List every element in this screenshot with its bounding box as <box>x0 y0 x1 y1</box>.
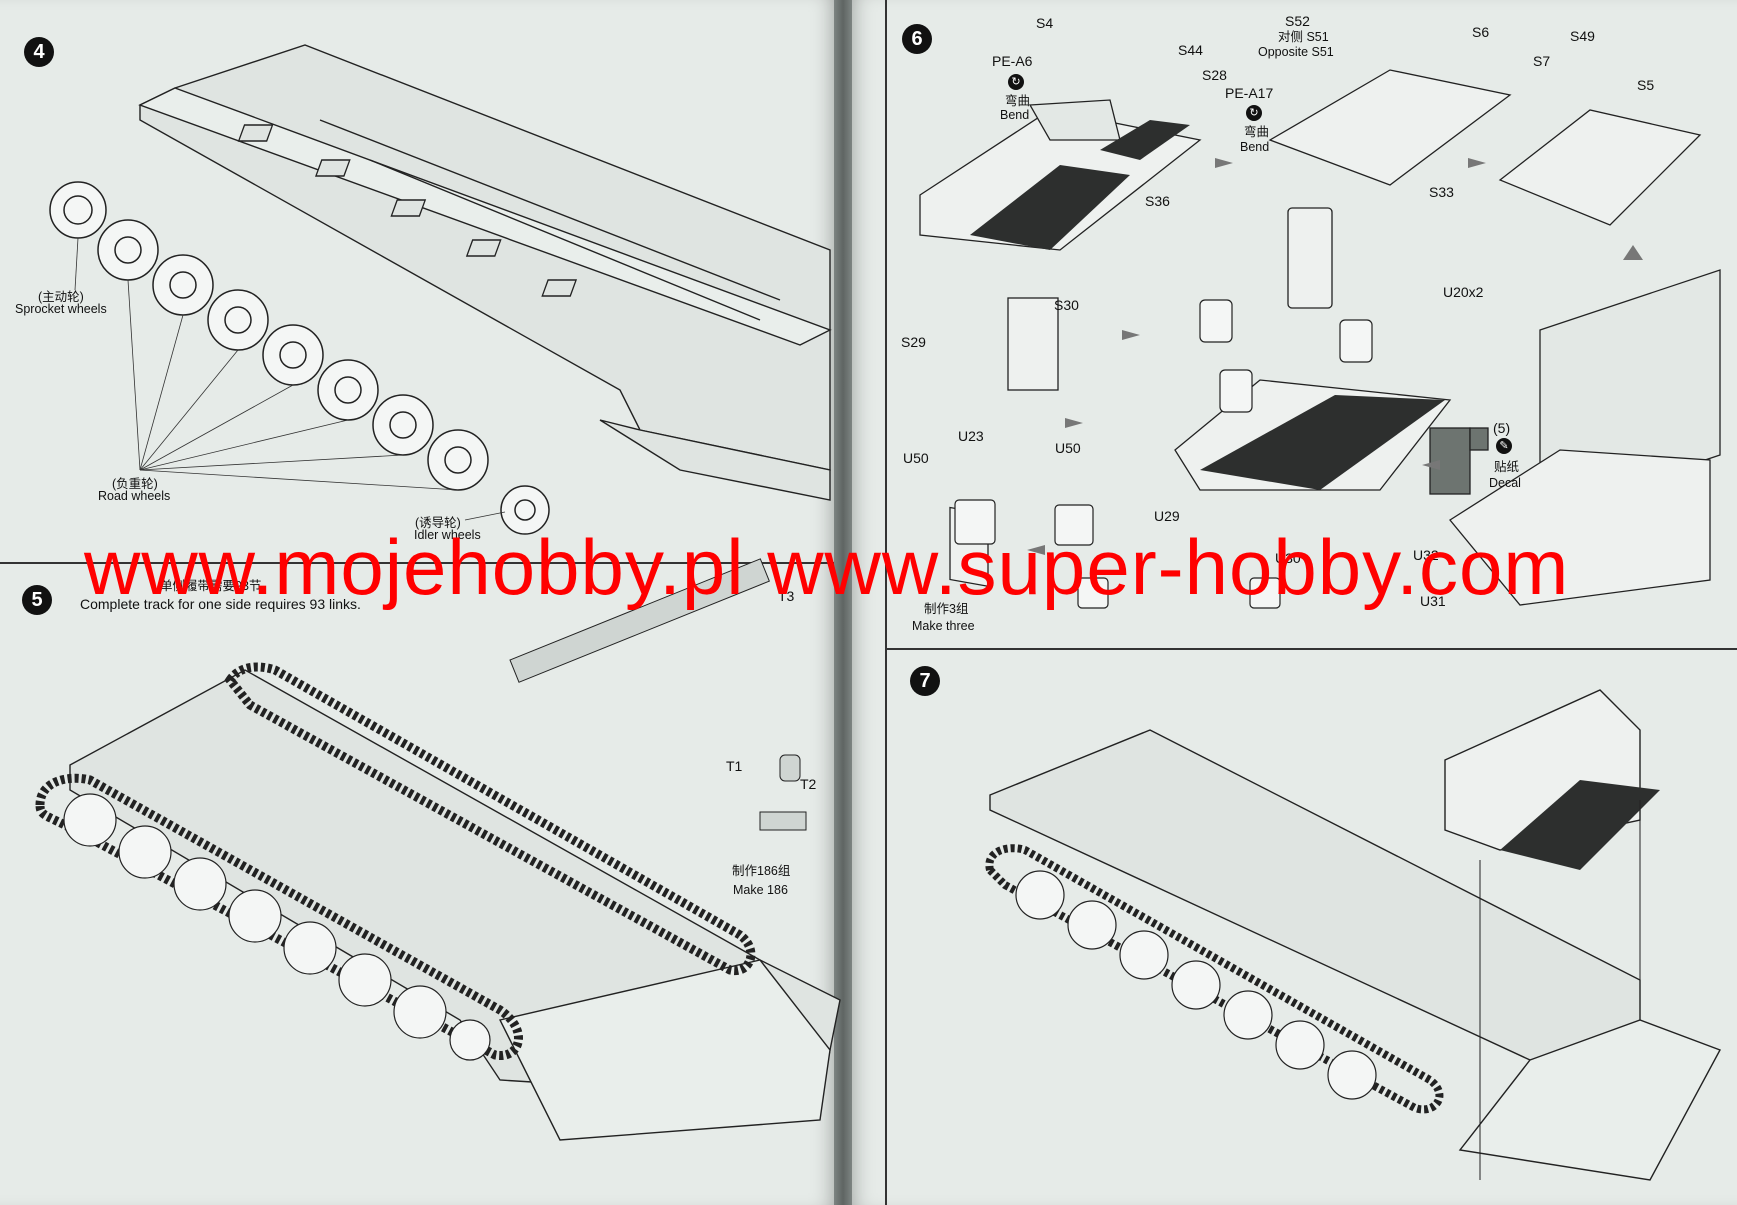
part-pe-a17: PE-A17 <box>1225 85 1274 101</box>
part-s28: S28 <box>1202 67 1227 83</box>
s33-panel-2 <box>1498 109 1702 226</box>
step4-hull <box>139 44 831 471</box>
step7-front-plate <box>1458 1019 1721 1181</box>
track-link-t1 <box>779 754 801 782</box>
step5-instruction-cn: 单侧履带需要93节 <box>160 579 262 593</box>
book-gutter <box>834 0 852 1205</box>
make-186: Make 186 <box>733 883 788 897</box>
part-s49: S49 <box>1570 28 1595 44</box>
idler-label: Idler wheels <box>414 528 481 542</box>
seat-u23 <box>954 499 996 545</box>
bend-icon: ↻ <box>1246 105 1262 121</box>
part-u32: U32 <box>1413 547 1439 563</box>
part-pe-a6: PE-A6 <box>992 53 1033 69</box>
step4-hull-top <box>138 87 832 346</box>
part-s44: S44 <box>1178 42 1203 58</box>
track-link-t2 <box>759 811 807 831</box>
watermark-text: www.mojehobby.pl www.super-hobby.com <box>84 523 1570 611</box>
bulkhead <box>1287 207 1333 309</box>
part-u50-right: U50 <box>1055 440 1081 456</box>
part-u20x2: U20x2 <box>1443 284 1484 300</box>
part-s33: S33 <box>1429 184 1454 200</box>
step5-front-plate <box>498 959 831 1141</box>
sprocket-label-cn: (主动轮) <box>38 290 84 304</box>
sprocket-label: Sprocket wheels <box>15 302 107 316</box>
bend-label-2: Bend <box>1240 140 1270 154</box>
decal-label-cn: 贴纸 <box>1494 460 1520 474</box>
s33-panel <box>1268 69 1512 186</box>
decal-sheet <box>1429 427 1471 495</box>
part-t3: T3 <box>778 588 795 604</box>
part-s4: S4 <box>1036 15 1054 31</box>
part-u31: U31 <box>1420 593 1446 609</box>
decal-label: Decal <box>1489 476 1521 490</box>
decal-icon: ✎ <box>1496 438 1512 454</box>
part-u30: U30 <box>1275 550 1301 566</box>
part-s7: S7 <box>1533 53 1551 69</box>
make-three: Make three <box>912 619 975 633</box>
part-s52: S52 <box>1285 13 1310 29</box>
decal-number: (5) <box>1493 420 1511 436</box>
step5-track-near <box>35 773 523 1060</box>
step-5-badge: 5 <box>22 585 52 615</box>
left-divider <box>0 562 834 564</box>
opposite-s51-cn: 对侧 S51 <box>1278 30 1329 44</box>
make-186-cn: 制作186组 <box>732 864 791 878</box>
step-7-badge: 7 <box>910 666 940 696</box>
bend-label-1: Bend <box>1000 108 1030 122</box>
bend-label-cn-2: 弯曲 <box>1244 125 1270 139</box>
idler-label-cn: (诱导轮) <box>415 516 461 530</box>
part-s30: S30 <box>1054 297 1079 313</box>
assembled-fighting-compartment <box>1449 449 1711 606</box>
part-u23: U23 <box>958 428 984 444</box>
make-three-cn: 制作3组 <box>924 602 969 616</box>
part-t1: T1 <box>726 758 743 774</box>
step-6-badge: 6 <box>902 24 932 54</box>
step5-instruction: Complete track for one side requires 93 … <box>80 596 361 612</box>
part-s6: S6 <box>1472 24 1490 40</box>
part-s5: S5 <box>1637 77 1655 93</box>
seat-u29 <box>1054 504 1094 546</box>
road-wheels-label: Road wheels <box>98 489 171 503</box>
bend-icon: ↻ <box>1008 74 1024 90</box>
part-u29: U29 <box>1154 508 1180 524</box>
s30-frame <box>1007 297 1059 391</box>
step-4-badge: 4 <box>24 37 54 67</box>
opposite-s51: Opposite S51 <box>1258 45 1334 59</box>
track-strip <box>509 558 770 683</box>
bend-label-cn-1: 弯曲 <box>1005 94 1031 108</box>
step4-front-plate <box>599 419 831 501</box>
part-s29: S29 <box>901 334 926 350</box>
step5-track-far <box>224 662 756 976</box>
part-t2: T2 <box>800 776 817 792</box>
right-divider <box>885 648 1737 650</box>
right-frame-left <box>885 0 887 1205</box>
part-u50-left: U50 <box>903 450 929 466</box>
road-wheels-label-cn: (负重轮) <box>112 477 158 491</box>
part-s36: S36 <box>1145 193 1170 209</box>
